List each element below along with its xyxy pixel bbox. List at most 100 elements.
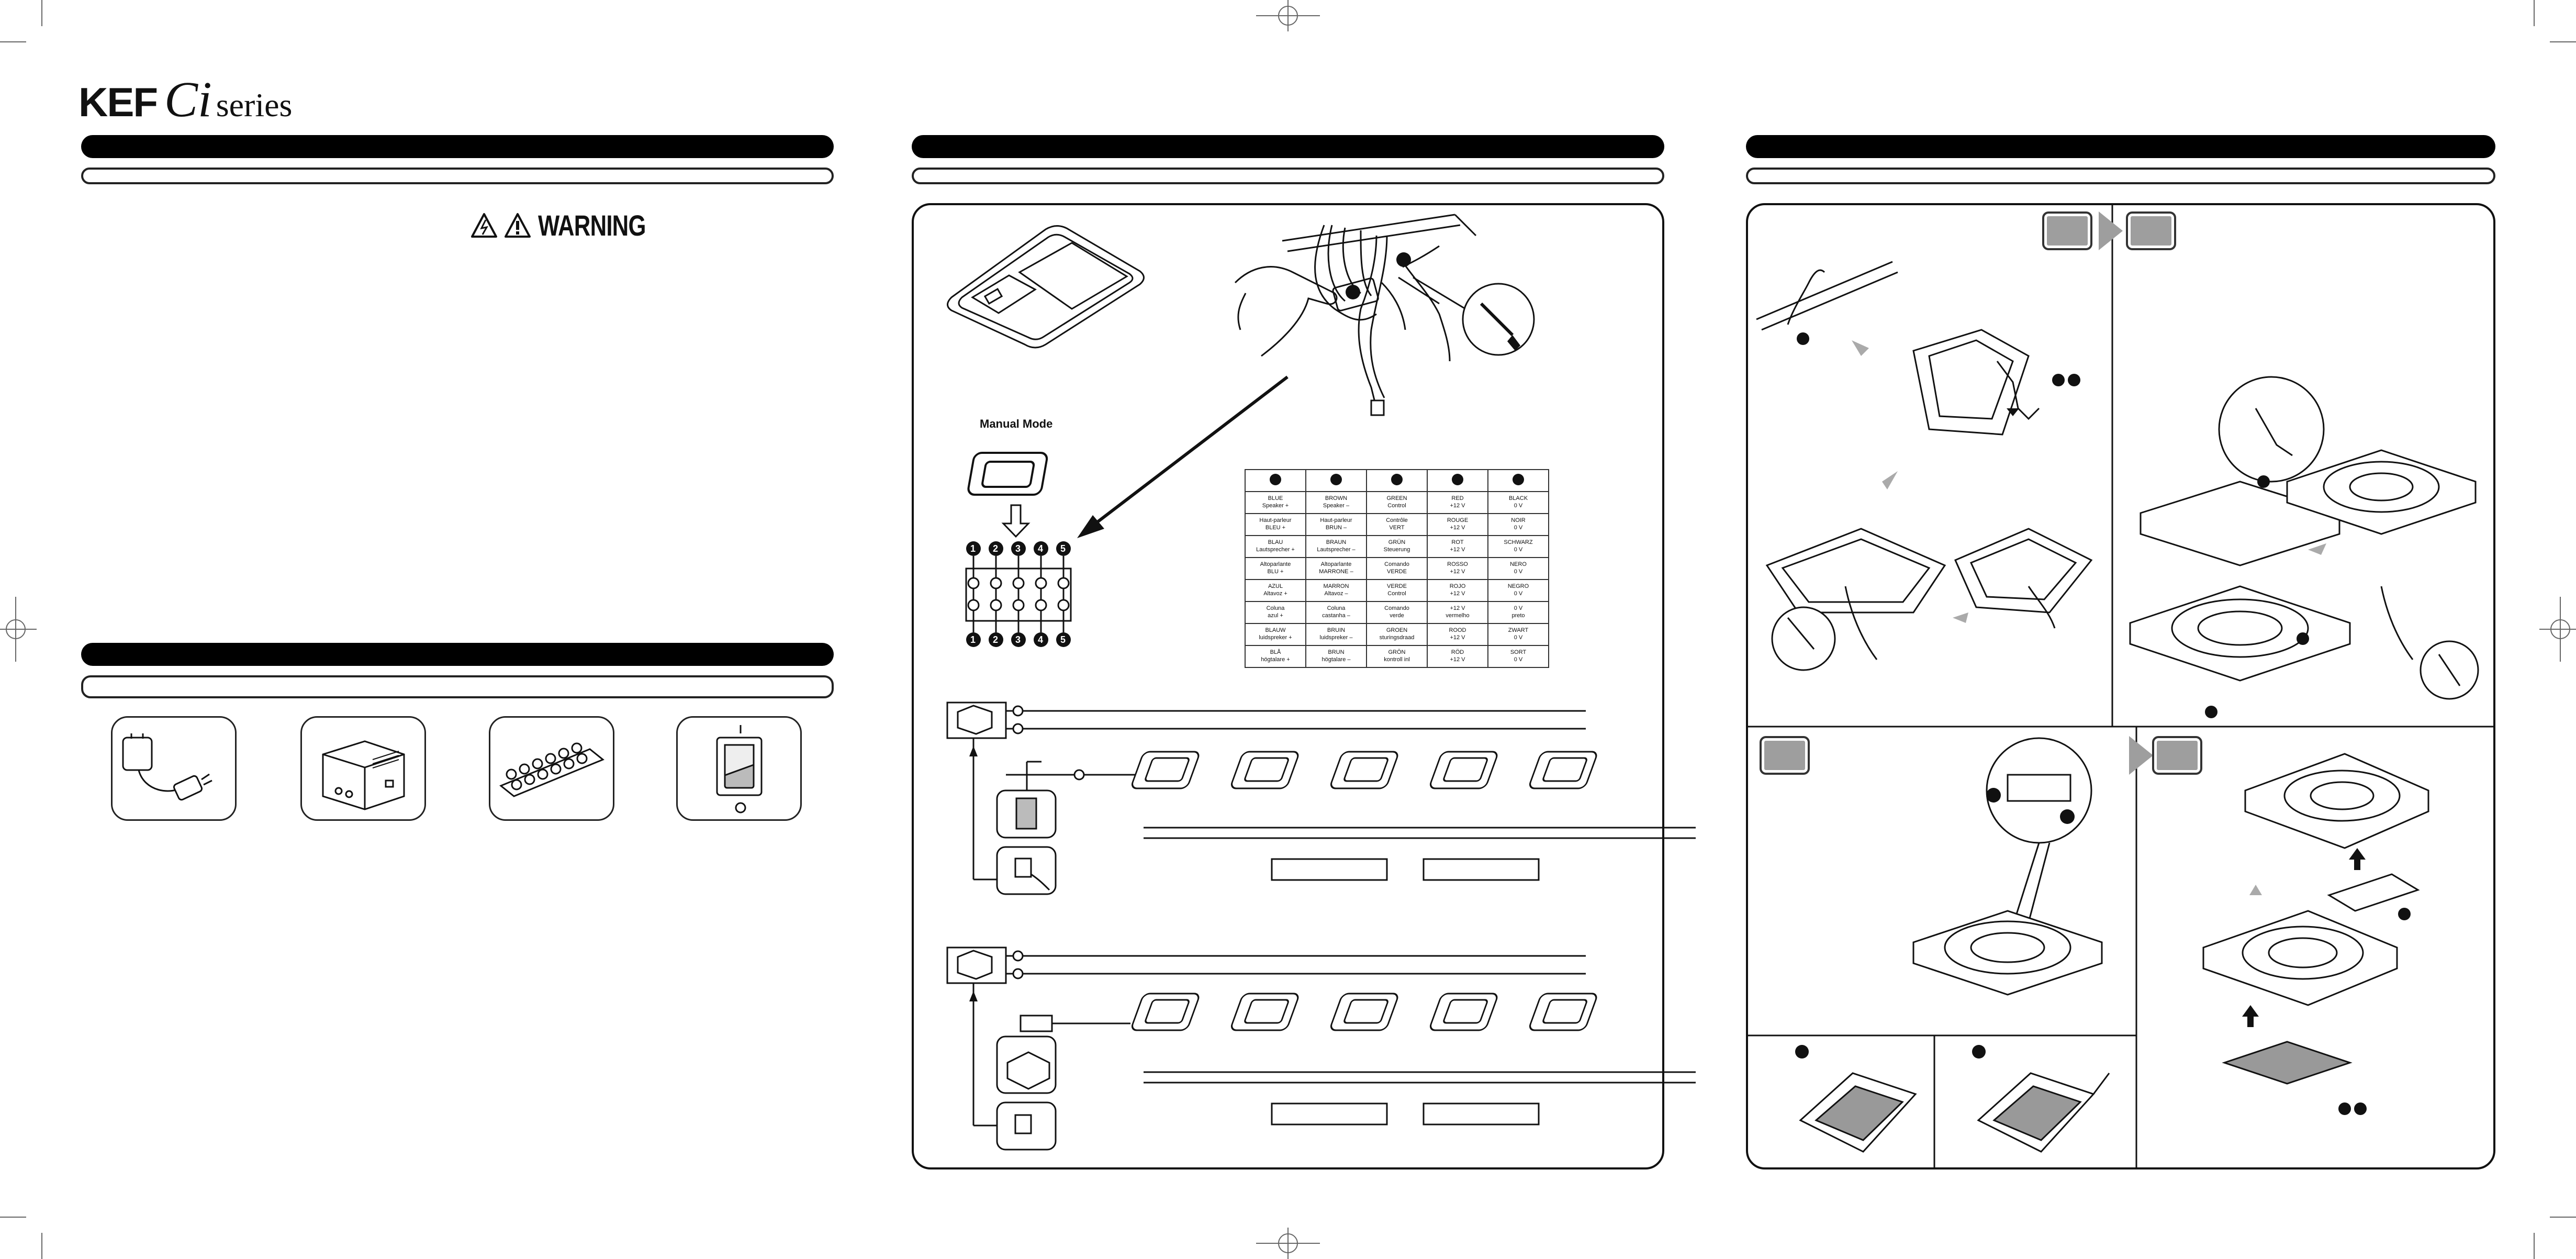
terminal-block-box (489, 716, 614, 821)
wire-table-cell-line: 0 V (1514, 590, 1523, 597)
manual-mode-switch-illustration (967, 452, 1048, 538)
wire-table-cell-line: 0 V (1514, 656, 1523, 663)
wire-table-cell-line: MARRON (1323, 583, 1349, 590)
wire-table-cell: RED+12 V (1427, 491, 1488, 514)
power-adapter-box (111, 716, 237, 821)
step-box (2042, 211, 2092, 250)
wire-table-cell-line: Coluna (1266, 605, 1285, 612)
wire-table-cell-line: ROUGE (1447, 517, 1469, 524)
step-marker-dot (1972, 1045, 1986, 1059)
grille-removal-illustration (1912, 737, 2103, 996)
wire-table-cell-line: Altavoz – (1324, 590, 1348, 597)
wire-table-cell-line: +12 V (1450, 634, 1465, 641)
wire-table-cell-line: luidspreker + (1259, 634, 1292, 641)
wire-table-cell-line: +12 V (1450, 503, 1465, 509)
wire-table-cell-line: BRUN – (1325, 525, 1347, 531)
logo-brand: KEF (79, 79, 158, 125)
wire-table-cell-line: 0 V (1514, 547, 1523, 553)
terminal-number: 1 (970, 543, 976, 554)
wire-table-cell-line: SORT (1510, 649, 1527, 656)
connection-arrow (1077, 375, 1289, 538)
wire-table-cell-line: GROEN (1386, 627, 1408, 634)
wire-table-cell-line: preto (1511, 612, 1525, 619)
wire-table-cell-line: ROOD (1449, 627, 1466, 634)
wire-table-cell-line: GRÜN (1388, 539, 1406, 546)
grille-fitting-illustration (2202, 753, 2429, 1115)
wire-table-cell-line: +12 V (1450, 547, 1465, 553)
wire-table-cell: ROSSO+12 V (1427, 557, 1488, 580)
wire-table-cell-line: Altoparlante (1260, 561, 1291, 568)
wire-table-cell-line: ROT (1451, 539, 1464, 546)
wire-table-cell-line: högtalare + (1261, 656, 1290, 663)
wire-header-cell (1245, 469, 1306, 492)
wire-table-cell-line: AZUL (1268, 583, 1283, 590)
terminal-number: 4 (1038, 634, 1044, 645)
wire-table-cell-line: BLAU (1268, 539, 1283, 546)
wire-table-cell-line: Control (1387, 503, 1406, 509)
wire-table-cell-line: vermelho (1446, 612, 1470, 619)
caution-exclamation-icon (505, 213, 531, 238)
wire-table-cell-line: sturingsdraad (1379, 634, 1415, 641)
wire-table-header-row (1245, 469, 1549, 492)
terminal-block-diagram (965, 541, 1072, 647)
step-box (1760, 736, 1810, 775)
terminal-number: 3 (1015, 543, 1021, 554)
wire-table-cell-line: luidspreker – (1319, 634, 1353, 641)
wire-table-cell-line: ROJO (1449, 583, 1466, 590)
panel-dividers (1746, 203, 2495, 1169)
wire-table-cell-line: VERT (1389, 525, 1405, 531)
wire-table-cell-line: Lautsprecher + (1256, 547, 1295, 553)
wire-table-cell-line: BLU + (1267, 569, 1284, 575)
terminal-block-strip-icon (499, 742, 604, 797)
wire-table-cell-line: GREEN (1386, 495, 1407, 502)
wire-table-cell-line: 0 V (1514, 569, 1523, 575)
terminal-number: 2 (993, 543, 999, 554)
wire-table-cell-line: BRUN (1328, 649, 1345, 656)
wire-header-cell (1366, 469, 1428, 492)
wire-table-cell-line: BRUIN (1327, 627, 1346, 634)
wire-table-cell-line: Haut-parleur (1259, 517, 1292, 524)
wire-table-cell-line: +12 V (1450, 525, 1465, 531)
rocker-switch-box (676, 716, 802, 821)
power-adapter-icon (122, 733, 212, 801)
rocker-switch-icon (716, 725, 763, 814)
keypad-control-panel-illustration (947, 225, 1145, 349)
logo-series: series (216, 86, 293, 124)
installation-steps-panel (1746, 203, 2495, 1169)
wire-table-cell-line: Comando (1384, 561, 1409, 568)
step-box (2152, 736, 2202, 775)
column1-header-bar (81, 135, 834, 158)
wire-table-cell-line: kontroll inl (1384, 656, 1410, 663)
wire-table-cell-line: Altoparlante (1320, 561, 1352, 568)
wire-table-cell-line: Comando (1384, 605, 1409, 612)
column1-subheader-bar (81, 168, 834, 184)
wire-table-cell-line: BLEU + (1265, 525, 1286, 531)
